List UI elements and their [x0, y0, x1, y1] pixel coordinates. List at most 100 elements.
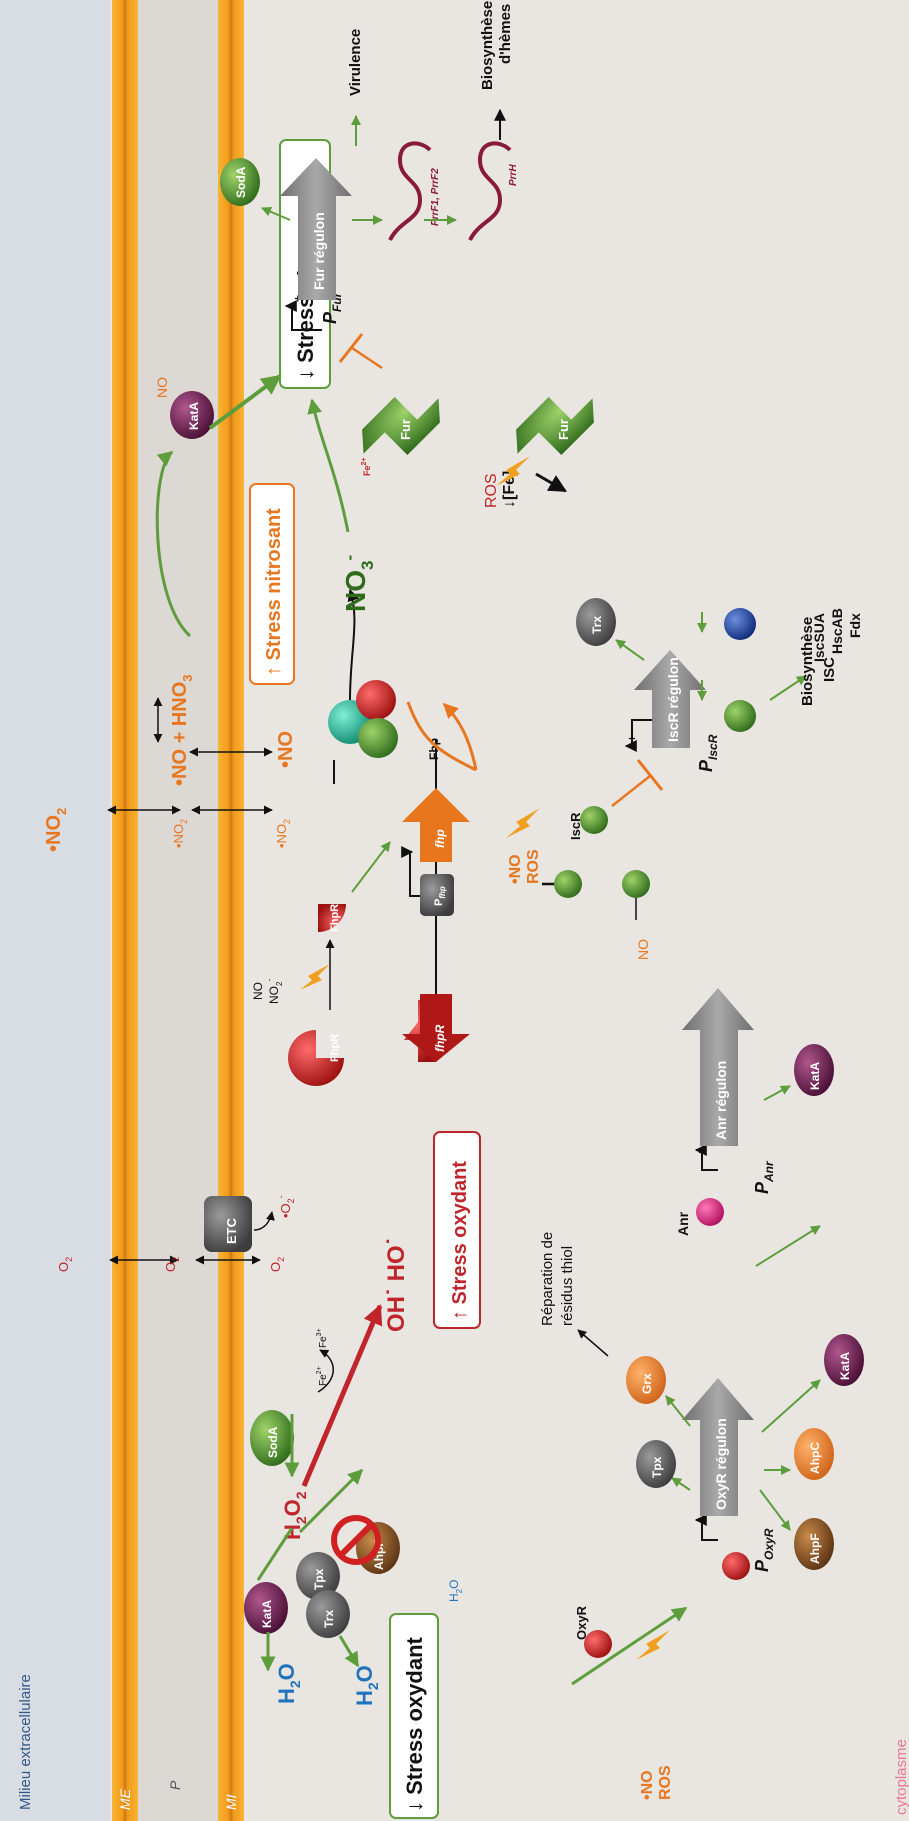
anr-module: Anr + PAnr Anr régulon KatA KatA [675, 988, 864, 1386]
iscr-label: IscR [568, 812, 583, 840]
fdx-protein [724, 608, 756, 640]
prrh-rna-icon [468, 141, 512, 242]
inhibit-icon [331, 1515, 381, 1565]
svg-text:Fe2+: Fe2+ [361, 458, 372, 477]
svg-text:H2O: H2O [274, 1663, 303, 1704]
outer-membrane [112, 0, 138, 1821]
svg-text:•NO + HNO3: •NO + HNO3 [169, 675, 195, 787]
fe2-label: Fe [318, 1374, 329, 1386]
oxyr-regulon-label: OxyR régulon [713, 1418, 729, 1510]
h2o2-detox: KatA Tpx Trx AhpF H2O H2O H2O [244, 1468, 464, 1706]
outer-membrane-label: ME [117, 1788, 133, 1810]
no-hno3-label: •NO [169, 749, 191, 786]
iscr-protein-inactive [622, 870, 650, 898]
virulence-label: Virulence [347, 29, 364, 96]
o2-label-out: O [56, 1262, 71, 1272]
grx-label: Grx [640, 1373, 654, 1394]
stress-oxydant-up: ↑ Stress oxydant [433, 1131, 481, 1329]
periplasm-label: P [167, 1780, 183, 1790]
superoxide-label: •O [278, 1203, 293, 1218]
svg-text:•NO2: •NO2 [171, 819, 189, 848]
soda-protein [250, 1410, 294, 1466]
iscr-regulon-arrow [634, 650, 706, 748]
anr-protein [696, 1198, 724, 1226]
oxyr-trigger-line2: ROS [657, 1765, 674, 1800]
kata-protein-anr [794, 1044, 834, 1096]
oxyr-label: OxyR [574, 1605, 589, 1640]
hydroxyl-radical-label: OH˙ HO˙ [383, 1237, 410, 1332]
h2o-label-small: H [447, 1593, 461, 1602]
iscr-module: •NO ROS NO IscR + PIscR IscR régulon Trx… [506, 598, 863, 960]
svg-text:O2: O2 [268, 1257, 286, 1272]
svg-text:•O2-: •O2- [276, 1195, 296, 1218]
oxyr-protein-active [722, 1552, 750, 1580]
tpx-label-oxyr: Tpx [650, 1456, 664, 1478]
fur-regulon-label: Fur régulon [311, 212, 327, 290]
no-small-label: NO [154, 377, 170, 398]
fur-module: ROS ↓[Fe] Fur Fur Fe2+ + PFur Fur régulo… [220, 1, 594, 508]
no-species: •NO + HNO3 •NO [155, 450, 297, 787]
extracellular-background [0, 0, 110, 1821]
kata-label-oxyr: KatA [838, 1352, 852, 1380]
thiol-line2: résidus thiol [559, 1246, 576, 1326]
trx-protein-iscr [576, 598, 616, 646]
svg-text:O2: O2 [163, 1257, 181, 1272]
kata-protein-top [170, 391, 214, 439]
iscsua-protein [724, 700, 756, 732]
oxyr-regulon-arrow [682, 1378, 754, 1516]
svg-text:•NO2: •NO2 [43, 808, 69, 852]
fhpr-module: FhpR NO NO2- FhpR fhpR Pfhp fhp [251, 701, 478, 1086]
no3-label: NO [340, 570, 371, 612]
no2-label-peri: •NO [171, 824, 186, 848]
svg-text:•NO2: •NO2 [274, 819, 292, 848]
fhpr-gene-label: fhpR [433, 1024, 447, 1052]
etc-label: ETC [224, 1217, 239, 1244]
svg-text:Fe3+: Fe3+ [316, 1328, 329, 1348]
fhpr-protein-active [318, 904, 346, 932]
prrf-rna-icon [388, 141, 432, 242]
svg-text:NO2-: NO2- [265, 979, 284, 1004]
heme-line2: d'hèmes [497, 4, 514, 64]
kata-label-detox: KatA [260, 1600, 274, 1628]
kata-protein-oxyr [824, 1334, 864, 1386]
ros-fur-label: ROS [483, 473, 500, 508]
fhpr-protein-inactive [288, 1030, 344, 1086]
fhp-complex: NO3- Fhp [307, 398, 441, 784]
soda-protein-fur [220, 158, 260, 206]
fhp-gene-label: fhp [433, 829, 447, 848]
stress-nitrosant-up: ↑ Stress nitrosant [249, 483, 295, 685]
no2-label-in: •NO [274, 824, 289, 848]
isc-output-line1: Biosynthèse [799, 617, 816, 706]
no-ros-line1: •NO [507, 854, 524, 884]
extracellular-label: Milieu extracellulaire [17, 1674, 34, 1810]
kata-label-anr: KatA [808, 1062, 822, 1090]
soda-label: SodA [266, 1426, 280, 1458]
stress-nitrosant-up-label: ↑ Stress nitrosant [263, 508, 285, 676]
iscr-protein-active [580, 806, 608, 834]
no-ros-line2: ROS [525, 849, 542, 884]
fe3-label: Fe [318, 1336, 329, 1348]
h2o-label-a: H [274, 1688, 299, 1704]
no-trigger-label: NO [251, 982, 265, 1000]
fur-protein-apo [516, 397, 594, 455]
fhp-gene-arrow [402, 788, 470, 862]
svg-text:PIscR: PIscR [696, 734, 720, 772]
oxyr-protein-inactive [584, 1630, 612, 1658]
o2-label-in: O [268, 1262, 283, 1272]
anr-promoter-label: P [752, 1181, 772, 1194]
isc-proteins-3: Fdx [847, 613, 863, 638]
svg-text:NO3-: NO3- [340, 555, 377, 612]
stress-oxydant-down: ↓ Stress oxydant [389, 1613, 439, 1819]
no-small-iscr: NO [635, 939, 651, 960]
oxyr-module: •NO ROS OxyR + POxyR OxyR régulon Tpx Gr… [539, 1232, 834, 1800]
iscr-regulon-label: IscR régulon [665, 657, 681, 742]
etc-complex: ETC •O2- [204, 1195, 296, 1252]
thiol-line1: Réparation de [539, 1232, 556, 1326]
heme-line1: Biosynthèse [479, 1, 496, 90]
svg-text:Fe2+: Fe2+ [316, 1366, 329, 1386]
svg-text:PAnr: PAnr [752, 1160, 776, 1194]
no2-label-out: •NO [43, 815, 65, 852]
iscr-promoter-label: P [696, 759, 716, 772]
anr-regulon-label: Anr régulon [713, 1061, 729, 1140]
iscr-plus: + [625, 735, 639, 742]
